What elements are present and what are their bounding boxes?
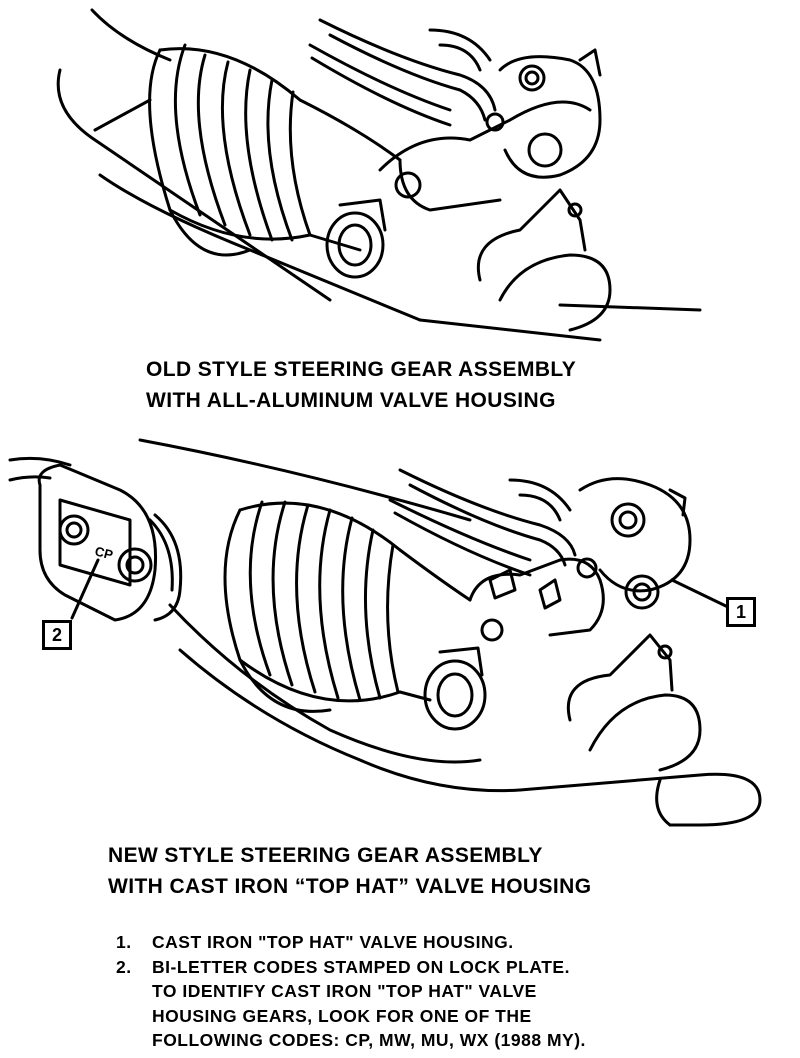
note-number: 1.: [116, 932, 132, 952]
callout-1-label: 1: [735, 601, 746, 622]
notes-list: 1. CAST IRON "TOP HAT" VALVE HOUSING. 2.…: [116, 930, 586, 1053]
new-style-caption-line-2: WITH CAST IRON “TOP HAT” VALVE HOUSING: [108, 875, 592, 898]
hydraulic-lines-old: [308, 18, 505, 132]
callout-2-box: 2: [42, 620, 72, 650]
old-style-caption-line-2: WITH ALL-ALUMINUM VALVE HOUSING: [146, 389, 556, 412]
callout-1-leader: [670, 578, 732, 610]
note-line: CAST IRON "TOP HAT" VALVE HOUSING.: [152, 932, 514, 952]
note-text: CAST IRON "TOP HAT" VALVE HOUSING.: [152, 930, 514, 955]
note-number: 2.: [116, 956, 132, 977]
old-style-caption: OLD STYLE STEERING GEAR ASSEMBLY WITH AL…: [146, 354, 576, 416]
aluminum-valve-housing: [378, 48, 602, 212]
note-item: 1. CAST IRON "TOP HAT" VALVE HOUSING.: [116, 930, 586, 955]
old-style-caption-line-1: OLD STYLE STEERING GEAR ASSEMBLY: [146, 358, 577, 381]
new-steering-gear-illustration: CP: [8, 438, 762, 827]
bellows-boot-new: [223, 500, 402, 713]
clamp-bracket-old: [476, 188, 612, 332]
mount-bushing-new: [423, 646, 487, 731]
note-line: BI-LETTER CODES STAMPED ON LOCK PLATE.: [152, 956, 570, 977]
old-steering-gear-illustration: [56, 8, 702, 342]
note-text: BI-LETTER CODES STAMPED ON LOCK PLATE. T…: [152, 955, 586, 1053]
bellows-boot-old: [148, 43, 312, 257]
note-item: 2. BI-LETTER CODES STAMPED ON LOCK PLATE…: [116, 955, 586, 1053]
note-line: FOLLOWING CODES: CP, MW, MU, WX (1988 MY…: [152, 1030, 586, 1050]
note-line: TO IDENTIFY CAST IRON "TOP HAT" VALVE: [152, 981, 537, 1001]
note-line: HOUSING GEARS, LOOK FOR ONE OF THE: [152, 1005, 532, 1026]
hydraulic-lines-new: [388, 468, 598, 579]
top-hat-valve-housing: [468, 477, 692, 642]
new-style-caption-line-1: NEW STYLE STEERING GEAR ASSEMBLY: [108, 844, 543, 867]
mount-bushing-old: [325, 198, 387, 279]
callout-1-box: 1: [726, 597, 756, 627]
new-style-caption: NEW STYLE STEERING GEAR ASSEMBLY WITH CA…: [108, 840, 591, 902]
clamp-bracket-new: [566, 633, 702, 772]
plate-code-text: CP: [93, 543, 115, 562]
callout-2-leader: [70, 558, 100, 620]
lock-plate: [37, 463, 183, 622]
callout-2-label: 2: [51, 624, 62, 645]
